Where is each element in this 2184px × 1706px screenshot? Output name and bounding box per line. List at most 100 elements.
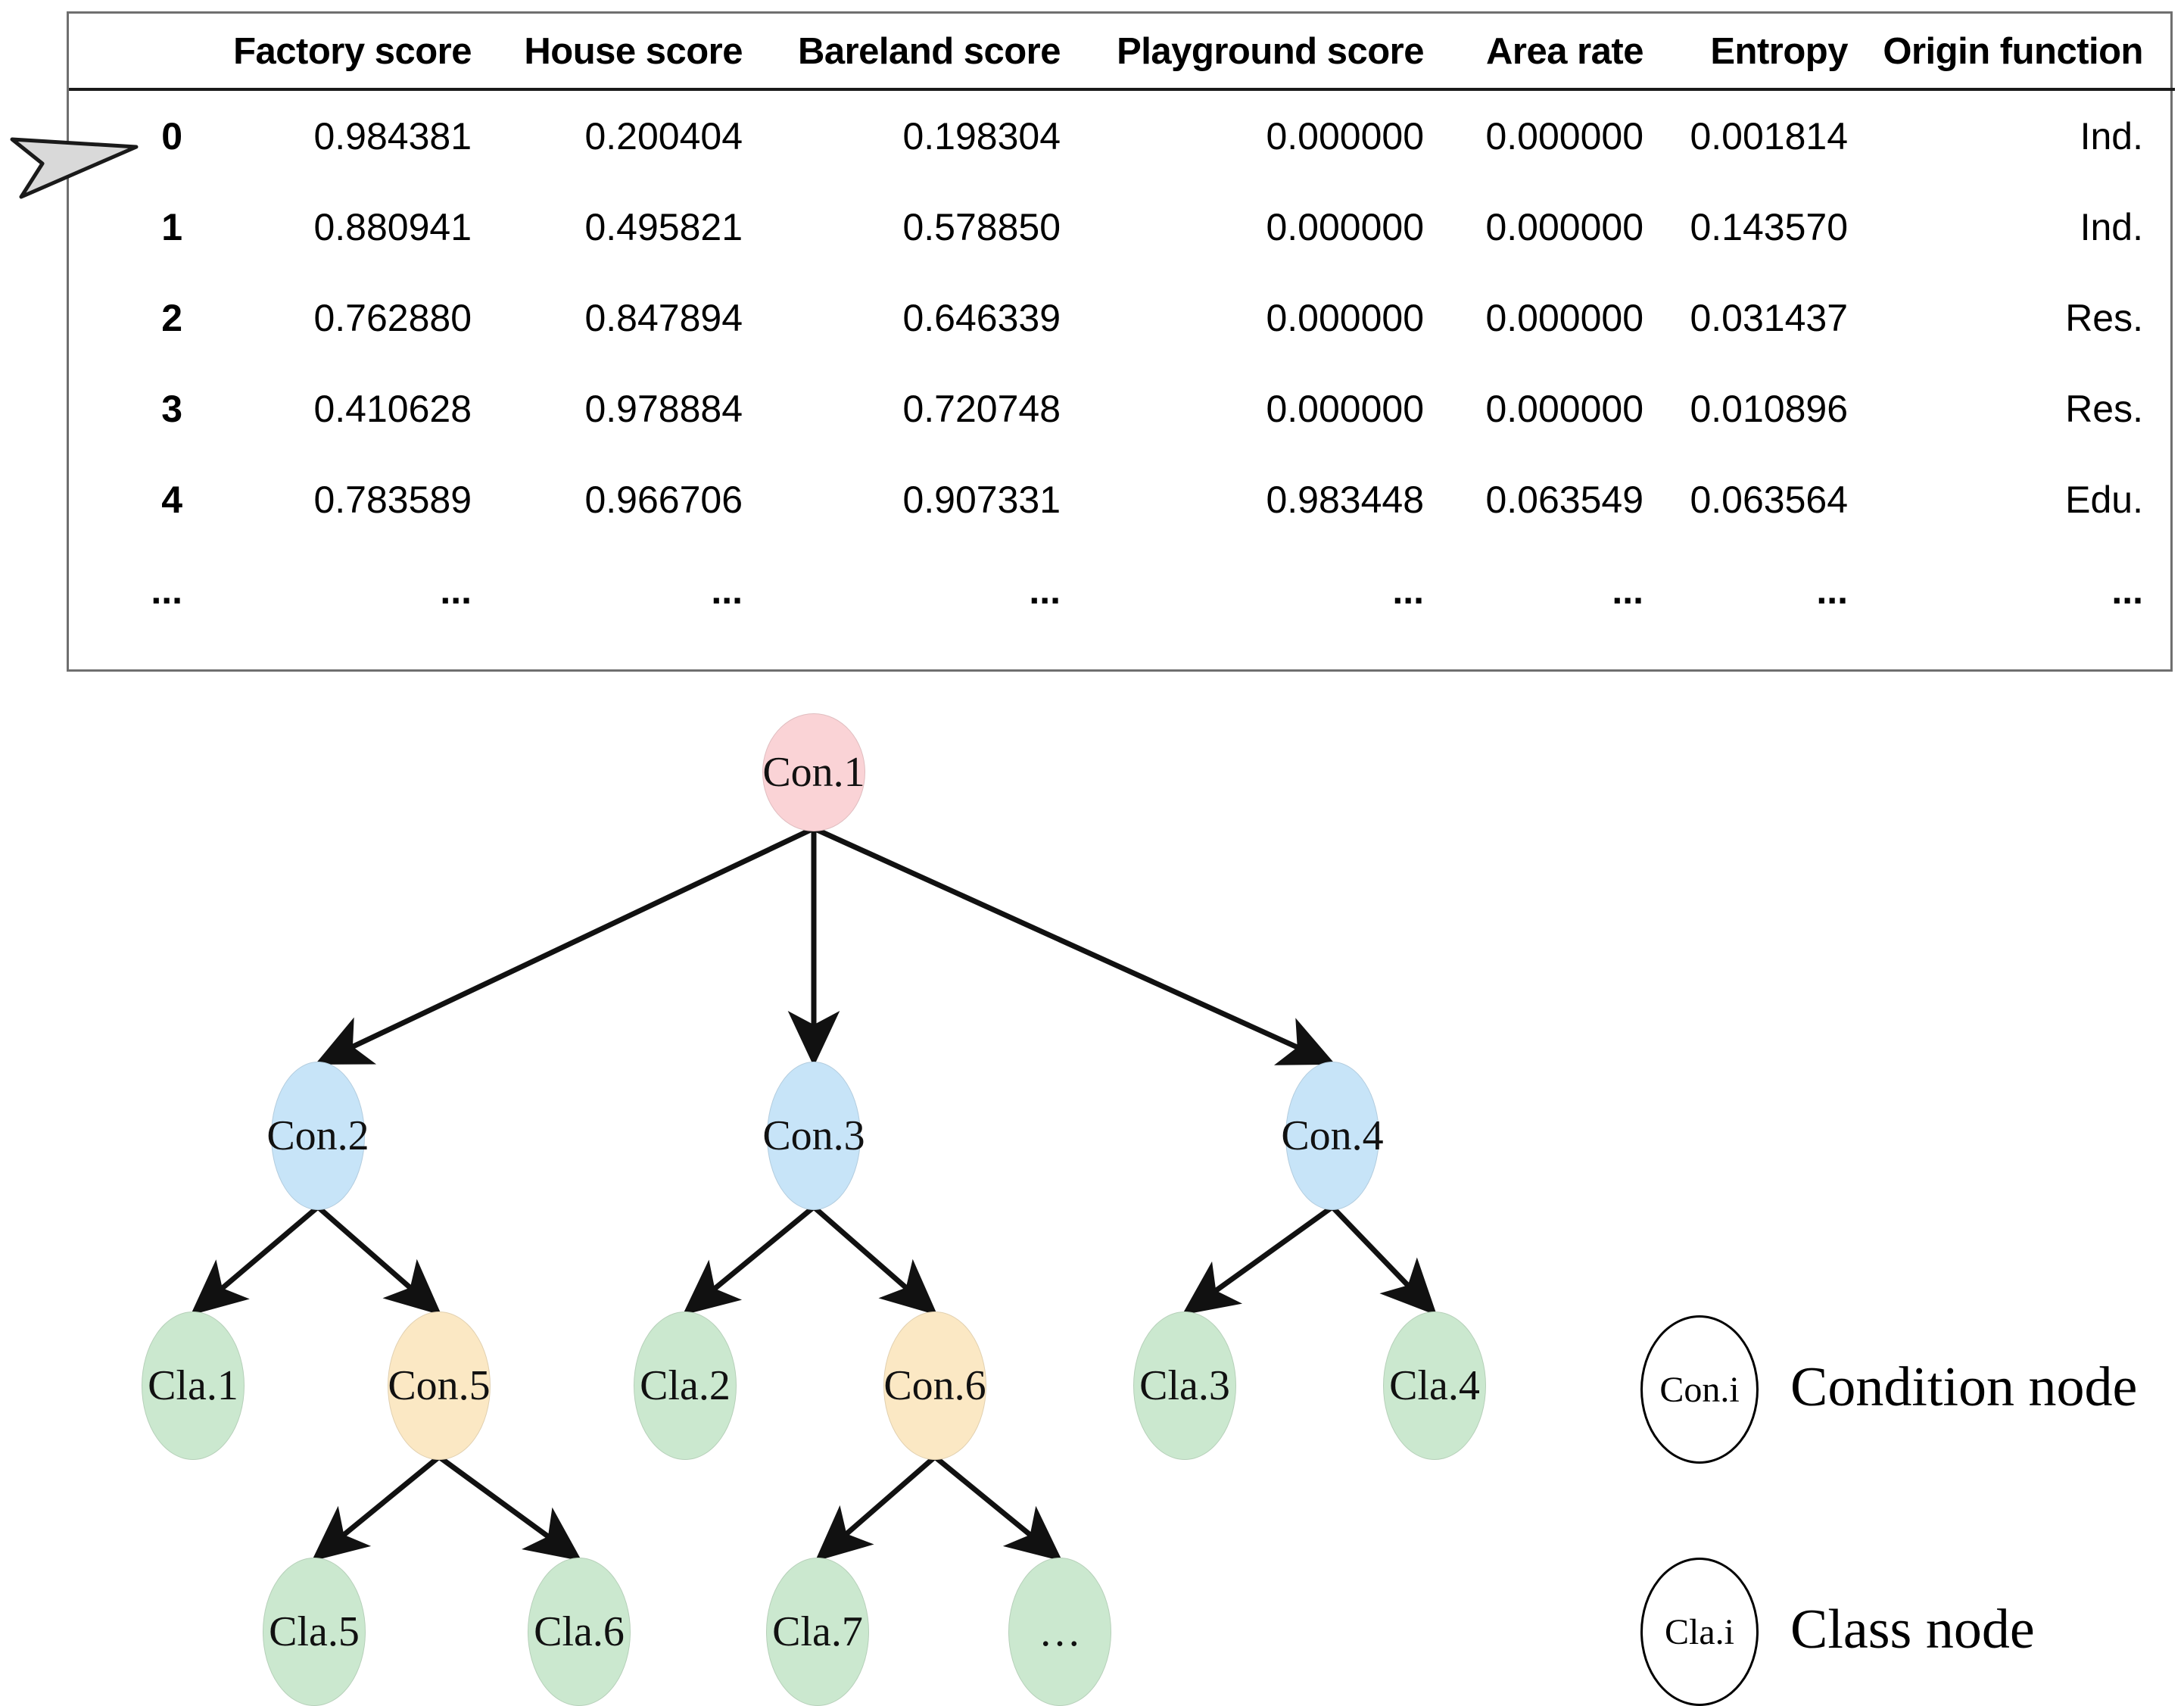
tree-node-label: Con.3 xyxy=(762,1112,865,1159)
tree-edge-con4-to-cla3 xyxy=(1182,1205,1335,1315)
cell-entropy: 0.031437 xyxy=(1690,297,1848,339)
tree-node-label: Cla.6 xyxy=(534,1608,625,1655)
cell-bareland-score: 0.907331 xyxy=(902,479,1061,521)
tree-node-cla5[interactable]: Cla.5 xyxy=(263,1558,366,1706)
cell-playground-score: 0.000000 xyxy=(1266,297,1424,339)
tree-node-con5[interactable]: Con.5 xyxy=(388,1311,491,1460)
row-index: 1 xyxy=(161,206,182,248)
cell-house-score: 0.966706 xyxy=(584,479,743,521)
table-row: 2 0.762880 0.847894 0.646339 0.000000 0.… xyxy=(69,273,2175,363)
cell-area-rate: 0.063549 xyxy=(1485,479,1643,521)
tree-edge-con6-to-more xyxy=(933,1455,1063,1561)
cell-bareland-score: 0.198304 xyxy=(902,115,1061,158)
row-index: 2 xyxy=(161,297,182,339)
column-header-origin-function: Origin function xyxy=(1883,31,2143,72)
tree-edge-con2-to-con5 xyxy=(316,1205,442,1315)
tree-node-label: Cla.4 xyxy=(1389,1362,1480,1409)
cell-origin-function: Ind. xyxy=(2080,115,2143,158)
cell-origin-function: Edu. xyxy=(2065,479,2143,521)
cell-entropy: 0.010896 xyxy=(1690,388,1848,430)
row-index: 4 xyxy=(161,479,182,521)
cell-house-score: 0.495821 xyxy=(584,206,743,248)
cell-entropy: 0.063564 xyxy=(1690,479,1848,521)
tree-edge-con5-to-cla5 xyxy=(311,1455,441,1561)
cell-entropy: ... xyxy=(1816,569,1848,612)
tree-node-con1[interactable]: Con.1 xyxy=(762,713,865,831)
table-row: 1 0.880941 0.495821 0.578850 0.000000 0.… xyxy=(69,182,2175,273)
cell-entropy: 0.001814 xyxy=(1690,115,1848,158)
tree-node-con6[interactable]: Con.6 xyxy=(883,1311,986,1460)
tree-node-label: Con.4 xyxy=(1281,1112,1384,1159)
cell-area-rate: 0.000000 xyxy=(1485,297,1643,339)
cell-origin-function: Ind. xyxy=(2080,206,2143,248)
tree-node-label: … xyxy=(1039,1608,1081,1655)
column-header-bareland-score: Bareland score xyxy=(797,31,1061,72)
cell-house-score: ... xyxy=(711,569,743,612)
legend-key-label: Con.i xyxy=(1659,1369,1740,1410)
column-header-entropy: Entropy xyxy=(1710,31,1848,72)
row-index: 0 xyxy=(161,115,182,158)
tree-node-label: Cla.5 xyxy=(269,1608,360,1655)
column-header-index xyxy=(69,14,182,89)
tree-node-label: Cla.2 xyxy=(640,1362,731,1409)
cell-area-rate: 0.000000 xyxy=(1485,206,1643,248)
cell-factory-score: 0.880941 xyxy=(313,206,472,248)
cell-area-rate: 0.000000 xyxy=(1485,388,1643,430)
legend-label-class-node: Class node xyxy=(1790,1598,2035,1661)
table-row-ellipsis: ... ... ... ... ... ... ... ... xyxy=(69,545,2175,636)
tree-node-con4[interactable]: Con.4 xyxy=(1281,1062,1384,1210)
cell-origin-function: Res. xyxy=(2065,297,2143,339)
cell-bareland-score: ... xyxy=(1029,569,1061,612)
tree-edge-con5-to-cla6 xyxy=(437,1455,582,1561)
cell-entropy: 0.143570 xyxy=(1690,206,1848,248)
tree-node-more[interactable]: … xyxy=(1008,1558,1111,1706)
legend-label-condition-node: Condition node xyxy=(1790,1356,2138,1418)
cell-factory-score: 0.762880 xyxy=(313,297,472,339)
tree-node-label: Con.1 xyxy=(762,749,865,796)
cell-playground-score: 0.983448 xyxy=(1266,479,1424,521)
tree-node-label: Cla.3 xyxy=(1139,1362,1230,1409)
cell-house-score: 0.200404 xyxy=(584,115,743,158)
cell-bareland-score: 0.646339 xyxy=(902,297,1061,339)
cell-playground-score: 0.000000 xyxy=(1266,388,1424,430)
tree-node-label: Con.2 xyxy=(266,1112,369,1159)
cell-bareland-score: 0.578850 xyxy=(902,206,1061,248)
cell-origin-function: Res. xyxy=(2065,388,2143,430)
legend-key-label: Cla.i xyxy=(1665,1611,1734,1652)
cell-house-score: 0.978884 xyxy=(584,388,743,430)
tree-edge-con3-to-cla2 xyxy=(682,1205,816,1315)
tree-node-cla3[interactable]: Cla.3 xyxy=(1133,1311,1236,1460)
cell-factory-score: 0.783589 xyxy=(313,479,472,521)
cell-bareland-score: 0.720748 xyxy=(902,388,1061,430)
table-row: 3 0.410628 0.978884 0.720748 0.000000 0.… xyxy=(69,363,2175,454)
table-header-row: Factory score House score Bareland score… xyxy=(69,14,2175,89)
cell-playground-score: 0.000000 xyxy=(1266,206,1424,248)
tree-node-cla6[interactable]: Cla.6 xyxy=(528,1558,631,1706)
cell-factory-score: 0.410628 xyxy=(313,388,472,430)
table-header: Factory score House score Bareland score… xyxy=(69,14,2175,89)
tree-node-label: Cla.7 xyxy=(772,1608,863,1655)
table-row: 4 0.783589 0.966706 0.907331 0.983448 0.… xyxy=(69,454,2175,545)
tree-node-label: Cla.1 xyxy=(148,1362,238,1409)
cell-house-score: 0.847894 xyxy=(584,297,743,339)
tree-node-label: Con.6 xyxy=(883,1362,986,1409)
tree-node-cla4[interactable]: Cla.4 xyxy=(1383,1311,1486,1460)
tree-node-cla2[interactable]: Cla.2 xyxy=(634,1311,737,1460)
arrow-pointer-icon xyxy=(10,137,139,199)
dataframe-table: Factory score House score Bareland score… xyxy=(69,14,2175,636)
column-header-area-rate: Area rate xyxy=(1486,31,1643,72)
tree-node-cla1[interactable]: Cla.1 xyxy=(142,1311,245,1460)
tree-edge-con1-to-con2 xyxy=(314,825,815,1065)
dataframe-panel: Factory score House score Bareland score… xyxy=(67,11,2175,672)
cell-factory-score: ... xyxy=(440,569,472,612)
tree-node-cla7[interactable]: Cla.7 xyxy=(766,1558,869,1706)
cell-factory-score: 0.984381 xyxy=(313,115,472,158)
legend-key-class: Cla.i xyxy=(1640,1558,1759,1706)
table-row: 0 0.984381 0.200404 0.198304 0.000000 0.… xyxy=(69,89,2175,182)
tree-node-con3[interactable]: Con.3 xyxy=(762,1062,865,1210)
tree-edge-con3-to-con6 xyxy=(812,1205,938,1315)
tree-node-con2[interactable]: Con.2 xyxy=(266,1062,369,1210)
cell-playground-score: 0.000000 xyxy=(1266,115,1424,158)
table-body: 0 0.984381 0.200404 0.198304 0.000000 0.… xyxy=(69,89,2175,636)
